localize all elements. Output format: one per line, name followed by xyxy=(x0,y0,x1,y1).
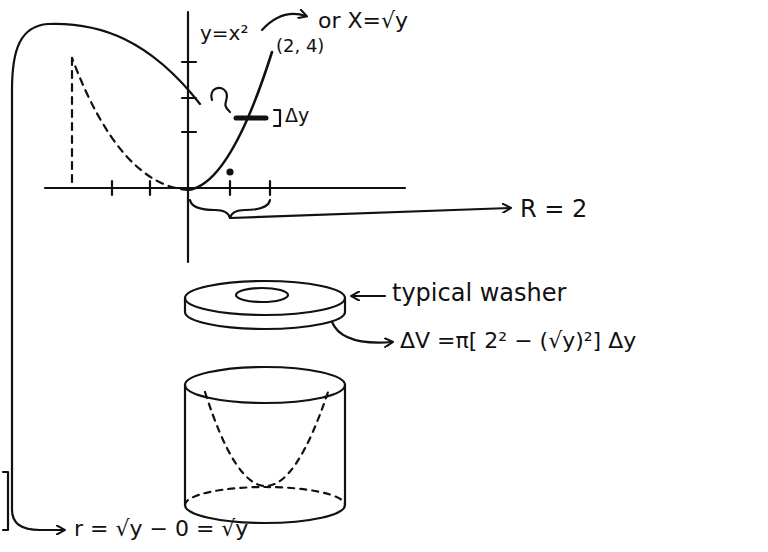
alternate-equation: or X=√y xyxy=(318,8,408,33)
hook-pointer xyxy=(211,88,230,112)
y-axis xyxy=(187,12,189,262)
cylinder xyxy=(185,367,345,403)
radius-label: R = 2 xyxy=(520,196,587,224)
dashed-reflection xyxy=(72,58,188,190)
curve-equation: y=x² xyxy=(200,22,248,45)
washer-label: typical washer xyxy=(392,280,566,308)
parabola-curve xyxy=(188,52,272,190)
inner-radius-label: r = √y − 0 = √y xyxy=(74,516,248,541)
strip xyxy=(236,116,266,121)
inner-paraboloid xyxy=(205,392,328,486)
thickness-label: Δy xyxy=(285,105,309,127)
x-axis xyxy=(45,187,405,189)
brace xyxy=(190,200,270,218)
volume-formula: ΔV =π[ 2² − (√y)²] Δy xyxy=(400,328,636,353)
point-label: (2, 4) xyxy=(276,36,324,57)
